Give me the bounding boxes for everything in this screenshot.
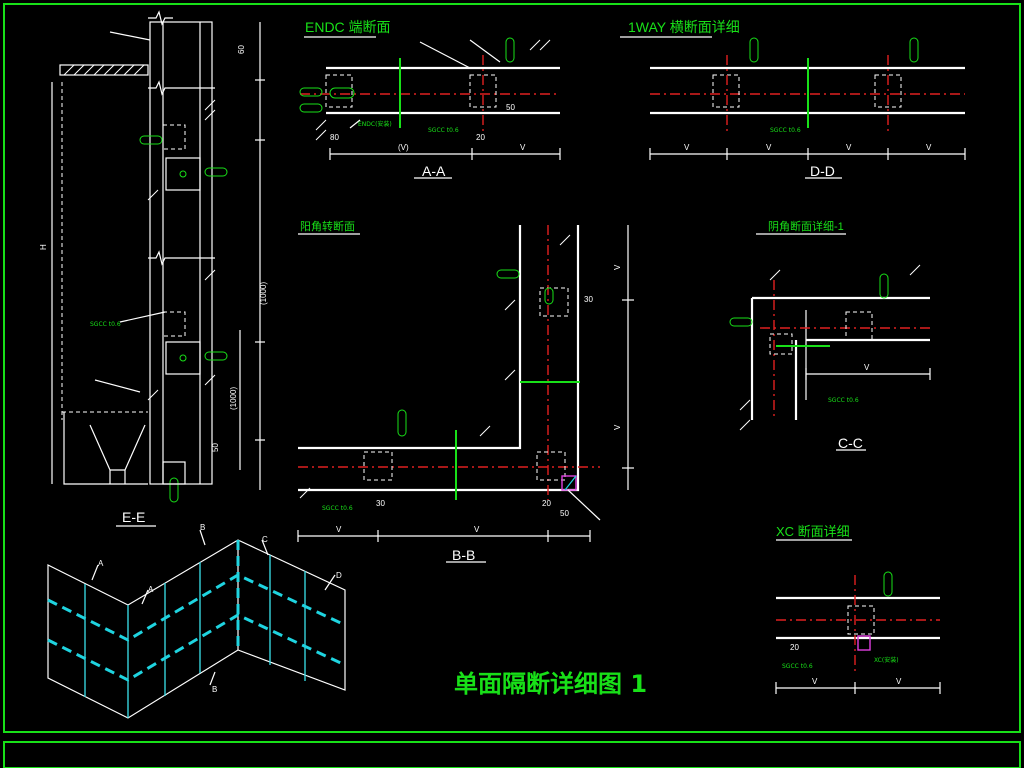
view-corner-c-c [729, 233, 931, 451]
dim-1way-4: V [926, 143, 932, 152]
dim-1way-2: V [766, 143, 772, 152]
heading-1way: 1WAY 横断面详细 [628, 19, 740, 35]
view-corner-b-b [297, 225, 634, 563]
sheet-title: 单面隔断详细图 1 [454, 670, 647, 698]
elevation-e-e [51, 10, 265, 503]
dim-1000-a: (1000) [259, 282, 268, 305]
view-1way-d-d [620, 36, 966, 179]
title-block-border [3, 741, 1021, 768]
dim-endc-20: 20 [476, 133, 485, 142]
dim-endc-right: V [520, 143, 526, 152]
section-label-a-a: A-A [422, 163, 446, 179]
dim-corner-h1: V [336, 525, 342, 534]
1way-callout: SGCC t0.6 [770, 127, 801, 134]
heading-corner-c: 阴角断面详细-1 [768, 219, 844, 233]
view-xc [775, 539, 941, 694]
corner-c-callout: SGCC t0.6 [828, 397, 859, 404]
dim-corner-c-v: V [864, 363, 870, 372]
xc-callout-2: SGCC t0.6 [782, 663, 813, 670]
dim-top: 60 [237, 45, 246, 54]
dim-1way-1: V [684, 143, 690, 152]
dim-endc-80: 80 [330, 133, 339, 142]
heading-corner-b: 阳角转断面 [300, 219, 355, 233]
iso-mark-b-top: B [200, 523, 205, 532]
endc-callout-2: SGCC t0.6 [428, 127, 459, 134]
dim-corner-30b: 30 [376, 499, 385, 508]
isometric-view [47, 529, 346, 719]
endc-callout-1: ENDC(安装) [358, 120, 392, 128]
section-label-c-c: C-C [838, 435, 863, 451]
corner-b-callout: SGCC t0.6 [322, 505, 353, 512]
dim-xc-v1: V [812, 677, 818, 686]
dim-corner-20: 20 [542, 499, 551, 508]
xc-callout-1: XC(安装) [874, 656, 899, 664]
sheet-border [3, 3, 1021, 733]
dim-corner-h2: V [474, 525, 480, 534]
dim-corner-v1: V [613, 264, 622, 270]
elev-callout: SGCC t0.6 [90, 321, 121, 328]
dim-xc-v2: V [896, 677, 902, 686]
dim-height: H [39, 244, 48, 250]
heading-xc: XC 断面详细 [776, 524, 850, 539]
section-label-b-b: B-B [452, 547, 475, 563]
dim-1way-3: V [846, 143, 852, 152]
view-endc-a-a [299, 36, 561, 179]
dim-corner-50: 50 [560, 509, 569, 518]
iso-mark-d: D [336, 571, 342, 580]
iso-mark-a2: A [148, 585, 154, 594]
dim-corner-30a: 30 [584, 295, 593, 304]
iso-mark-c: C [262, 535, 268, 544]
dim-endc-left: (V) [398, 143, 409, 152]
iso-mark-b-bottom: B [212, 685, 217, 694]
section-label-e-e: E-E [122, 509, 145, 525]
heading-endc: ENDC 端断面 [305, 19, 391, 35]
dim-xc-20: 20 [790, 643, 799, 652]
dim-50: 50 [211, 443, 220, 452]
iso-mark-a1: A [98, 559, 104, 568]
section-label-d-d: D-D [810, 163, 835, 179]
dim-corner-v2: V [613, 424, 622, 430]
dim-1000-b: (1000) [229, 387, 238, 410]
dim-endc-50: 50 [506, 103, 515, 112]
